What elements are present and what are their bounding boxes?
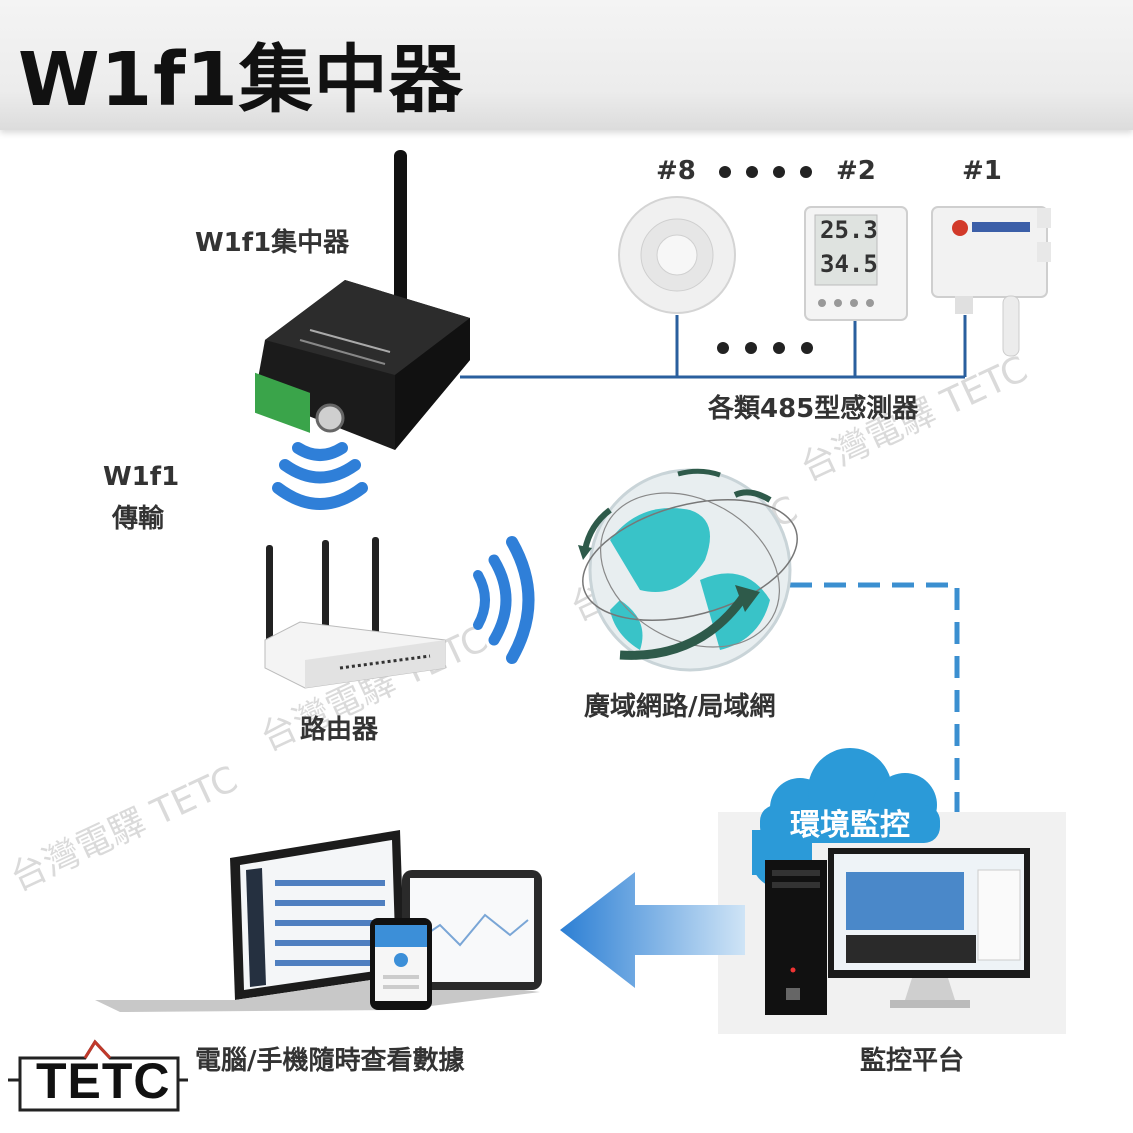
header-banner: W1f1集中器 — [0, 0, 1133, 130]
tetc-logo: TETC — [14, 1048, 182, 1112]
sensor-1-id: #1 — [962, 156, 1002, 186]
network-platform-link — [790, 582, 960, 835]
phone-image — [370, 918, 432, 1010]
sensor-8-id: #8 — [656, 156, 696, 186]
wifi-label-line1: W1f1 — [103, 462, 180, 492]
sensor-1-image — [931, 206, 1051, 357]
platform-label: 監控平台 — [860, 1046, 965, 1076]
wifi-down-icon — [272, 442, 368, 510]
sensor-ellipsis — [717, 166, 813, 354]
sensors-label: 各類485型感測器 — [708, 394, 919, 424]
wifi-right-icon — [473, 536, 535, 664]
router-label: 路由器 — [300, 715, 379, 745]
wifi-label-line2: 傳輸 — [112, 504, 165, 534]
monitor-image — [828, 848, 1030, 1008]
sensor-bus — [460, 315, 967, 379]
sensor-2-id: #2 — [836, 156, 876, 186]
lcd-humidity: 34.5 — [820, 250, 878, 278]
sensor-2-image — [804, 206, 908, 321]
globe-image — [578, 468, 798, 672]
data-flow-arrow — [560, 872, 745, 988]
hub-label: W1f1集中器 — [195, 228, 350, 258]
tetc-logo-text: TETC — [36, 1053, 171, 1109]
sensor-8-image — [618, 196, 736, 314]
page-title: W1f1集中器 — [18, 37, 464, 123]
network-label: 廣域網路/局域網 — [584, 692, 776, 722]
cloud-label: 環境監控 — [790, 808, 910, 843]
devices-label: 電腦/手機隨時查看數據 — [195, 1046, 465, 1076]
router-image — [264, 537, 446, 689]
pc-tower-image — [765, 860, 827, 1015]
lcd-temperature: 25.3 — [820, 216, 878, 244]
hub-device-image — [255, 150, 470, 450]
